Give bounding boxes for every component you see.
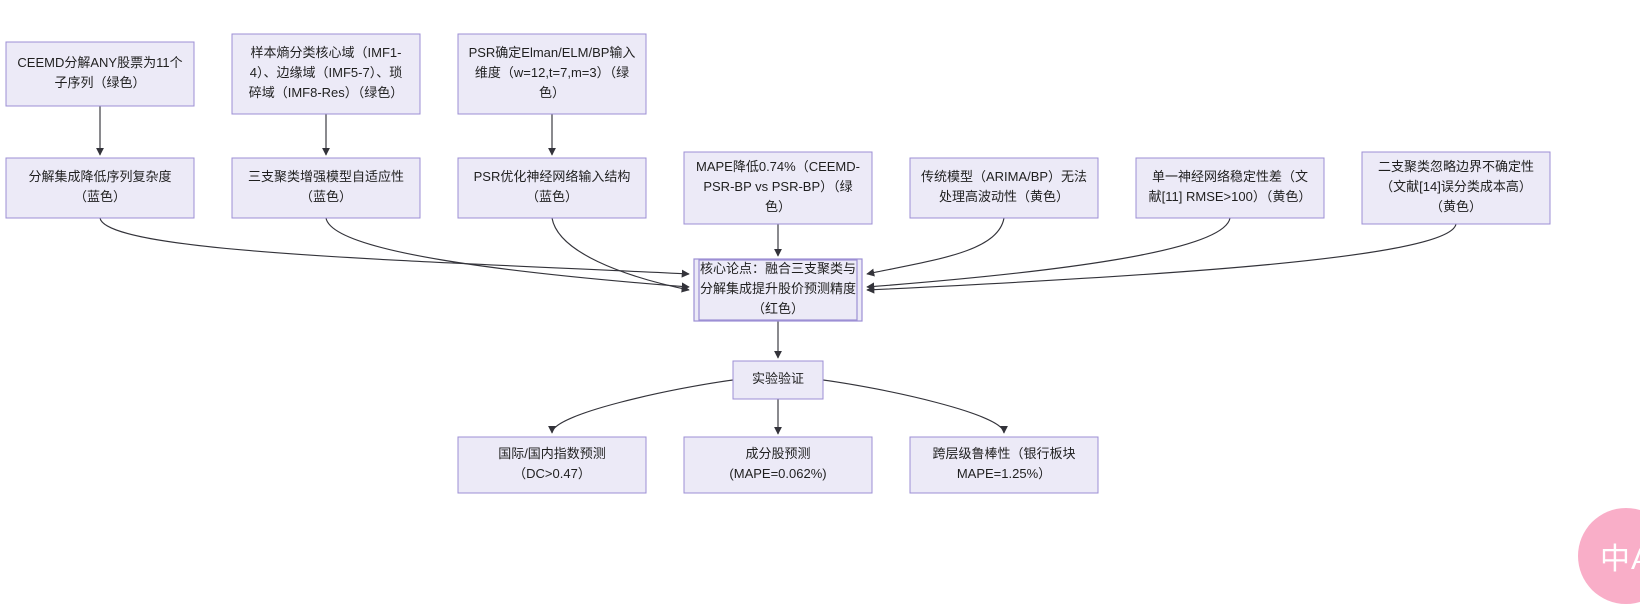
node-label: CEEMD分解ANY股票为11个子序列（绿色） [17,55,182,90]
core-node-inner-border [698,259,858,321]
edge-three-way-adaptive-to-core-claim [325,217,690,291]
node-label: PSR确定Elman/ELM/BP输入维度（w=12,t=7,m=3）（绿色） [469,45,636,100]
edges-layer [95,106,1457,435]
node-label: 分解集成降低序列复杂度（蓝色） [28,169,171,204]
flow-node-index-forecast[interactable]: 国际/国内指数预测（DC>0.47） [457,436,647,494]
node-label: 成分股预测(MAPE=0.062%) [729,446,826,481]
node-box [457,157,647,219]
node-label: 二支聚类忽略边界不确定性（文献[14]误分类成本高）（黄色） [1378,159,1534,214]
flow-node-two-way-cluster[interactable]: 二支聚类忽略边界不确定性（文献[14]误分类成本高）（黄色） [1361,151,1551,225]
flow-node-experiment[interactable]: 实验验证 [732,360,824,400]
node-label: 国际/国内指数预测（DC>0.47） [498,446,606,481]
flow-node-three-way-adaptive[interactable]: 三支聚类增强模型自适应性（蓝色） [231,157,421,219]
node-label: 实验验证 [752,371,804,386]
node-box [457,436,647,494]
flow-node-core-claim[interactable]: 核心论点：融合三支聚类与分解集成提升股价预测精度（红色） [693,258,863,322]
node-box [732,360,824,400]
node-box [5,157,195,219]
node-label: 传统模型（ARIMA/BP）无法处理高波动性（黄色） [921,169,1087,204]
node-box [909,436,1099,494]
node-label: MAPE降低0.74%（CEEMD-PSR-BP vs PSR-BP）（绿色） [696,159,860,214]
nodes-layer: CEEMD分解ANY股票为11个子序列（绿色） 样本熵分类核心域（IMF1-4）、… [5,33,1551,494]
node-box [231,33,421,115]
node-label: 单一神经网络稳定性差（文献[11] RMSE>100）（黄色） [1149,169,1312,204]
edge-two-way-cluster-to-core-claim [866,223,1457,294]
flow-node-psr-dim[interactable]: PSR确定Elman/ELM/BP输入维度（w=12,t=7,m=3）（绿色） [457,33,647,115]
node-box [1135,157,1325,219]
flow-node-decomp-complexity[interactable]: 分解集成降低序列复杂度（蓝色） [5,157,195,219]
node-box [231,157,421,219]
flow-node-component-stock[interactable]: 成分股预测(MAPE=0.062%) [683,436,873,494]
node-box [457,33,647,115]
node-label: 样本熵分类核心域（IMF1-4）、边缘域（IMF5-7）、琐碎域（IMF8-Re… [249,45,404,100]
edge-single-nn-to-core-claim [866,217,1231,291]
edge-psr-optimize-to-core-claim [551,217,690,293]
edge-decomp-complexity-to-core-claim [99,217,690,278]
node-label: 三支聚类增强模型自适应性（蓝色） [248,169,404,204]
flow-node-ceemd[interactable]: CEEMD分解ANY股票为11个子序列（绿色） [5,41,195,107]
edge-experiment-to-index-forecast [548,379,734,434]
node-box [1361,151,1551,225]
edge-experiment-to-cross-level [822,379,1008,434]
node-label: PSR优化神经网络输入结构（蓝色） [474,169,631,204]
flow-node-psr-optimize[interactable]: PSR优化神经网络输入结构（蓝色） [457,157,647,219]
flow-node-traditional-model[interactable]: 传统模型（ARIMA/BP）无法处理高波动性（黄色） [909,157,1099,219]
flow-node-single-nn[interactable]: 单一神经网络稳定性差（文献[11] RMSE>100）（黄色） [1135,157,1325,219]
watermark-text: 中A [1599,543,1640,576]
node-label: 核心论点：融合三支聚类与分解集成提升股价预测精度（红色） [700,261,856,316]
node-box [909,157,1099,219]
edge-traditional-model-to-core-claim [866,217,1005,277]
node-box [683,151,873,225]
node-box [5,41,195,107]
node-box [683,436,873,494]
flow-node-sample-entropy[interactable]: 样本熵分类核心域（IMF1-4）、边缘域（IMF5-7）、琐碎域（IMF8-Re… [231,33,421,115]
flowchart-canvas: CEEMD分解ANY股票为11个子序列（绿色） 样本熵分类核心域（IMF1-4）、… [5,33,1551,494]
flow-node-mape-drop[interactable]: MAPE降低0.74%（CEEMD-PSR-BP vs PSR-BP）（绿色） [683,151,873,225]
